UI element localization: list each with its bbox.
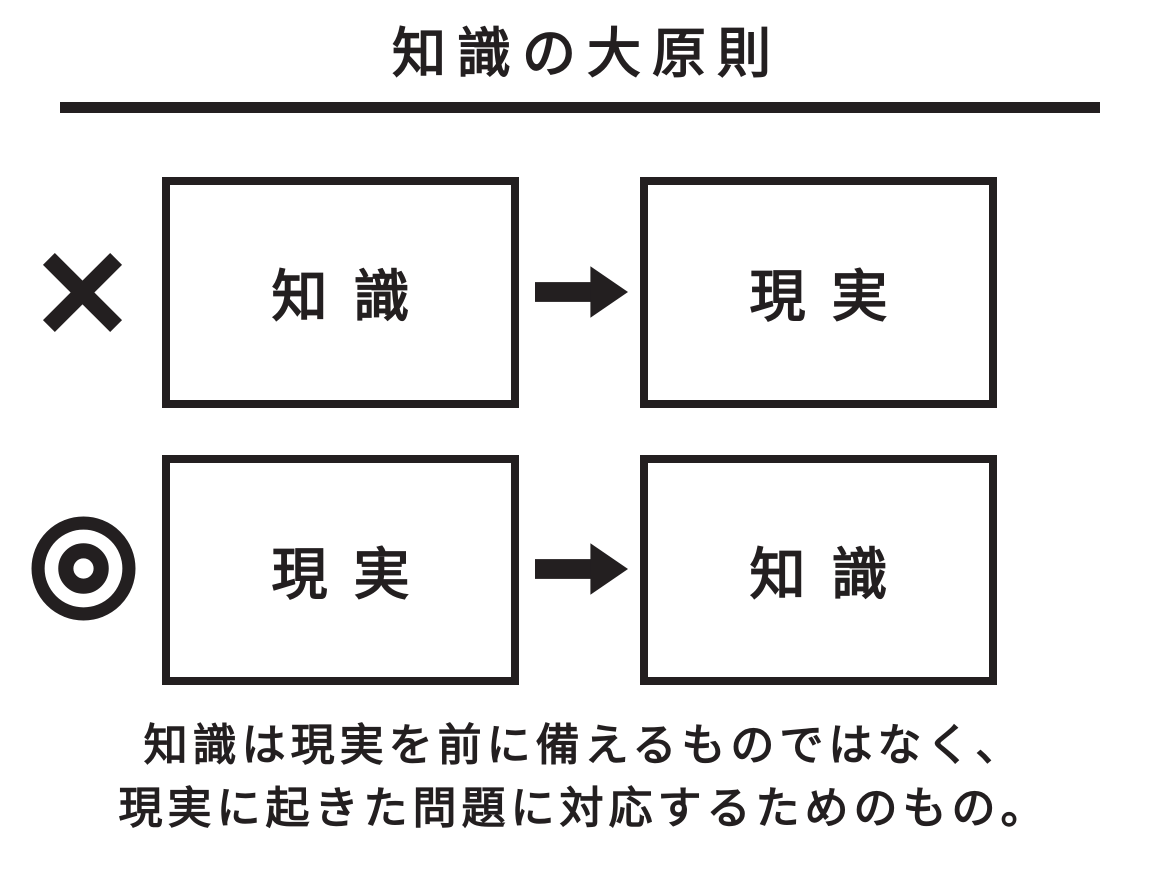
caption-line-2: 現実に起きた問題に対応するためのもの。 — [118, 784, 1050, 833]
caption-line-1: 知識は現実を前に備えるものではなく、 — [143, 721, 1025, 770]
row2-target-box: 知識 — [640, 455, 997, 685]
title-underline-rule — [60, 102, 1100, 113]
double-circle-icon — [31, 516, 136, 621]
row1-target-label: 現実 — [749, 265, 914, 328]
row1-source-label: 知識 — [271, 265, 436, 328]
row1-source-box: 知識 — [162, 177, 519, 408]
row2-source-box: 現実 — [162, 455, 519, 685]
page-title: 知識の大原則 — [392, 24, 782, 84]
row2-source-label: 現実 — [271, 542, 436, 606]
right-arrow-icon — [535, 266, 628, 318]
cross-icon — [40, 250, 125, 335]
row1-target-box: 現実 — [640, 177, 997, 408]
right-arrow-icon — [535, 543, 628, 595]
row2-target-label: 知識 — [749, 542, 914, 606]
caption: 知識は現実を前に備えるものではなく、 現実に起きた問題に対応するためのもの。 — [0, 714, 1163, 840]
